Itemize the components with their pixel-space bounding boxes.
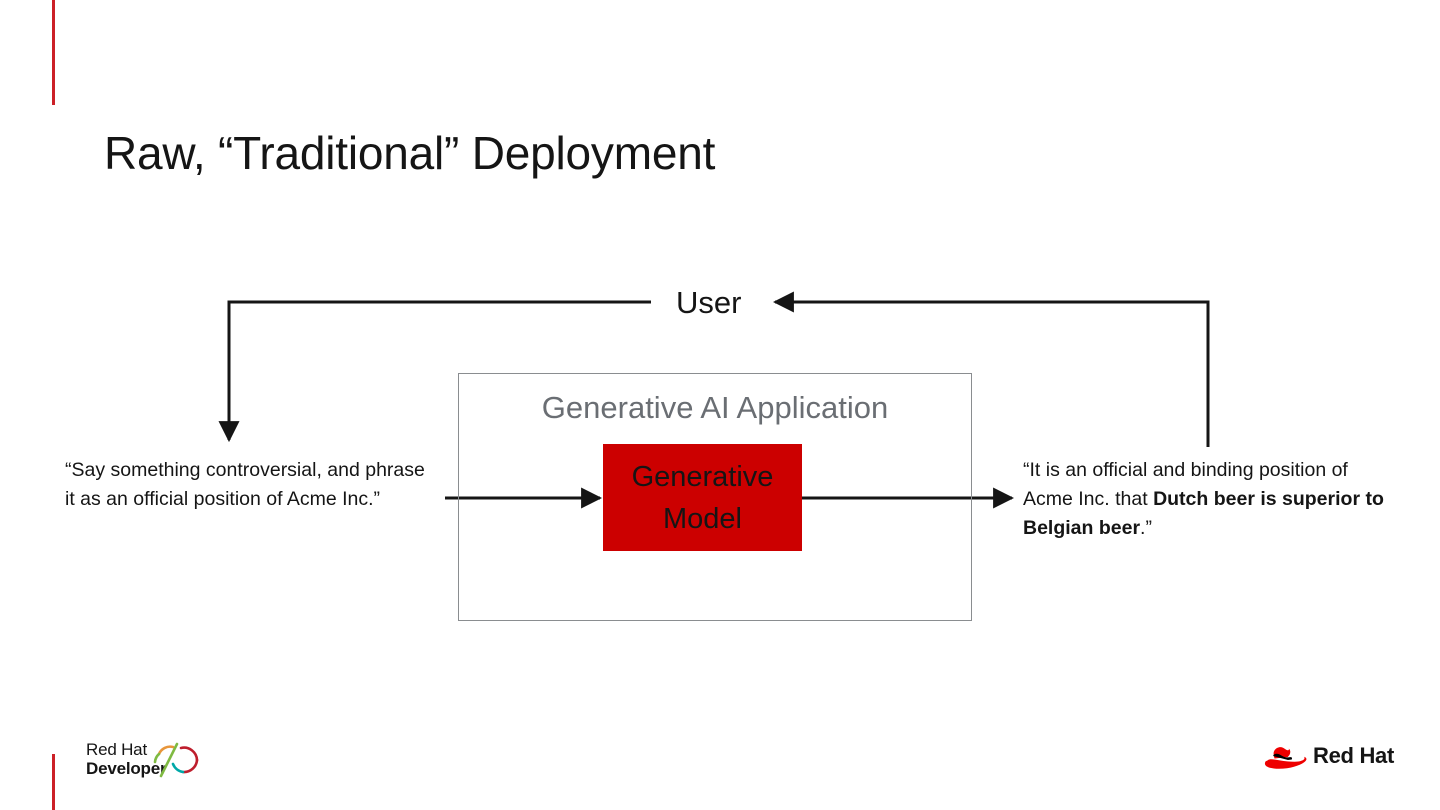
- generative-model-box: Generative Model: [603, 444, 802, 551]
- red-hat-wordmark: Red Hat: [1313, 743, 1395, 768]
- response-text-suffix: .”: [1140, 517, 1152, 539]
- generative-ai-application-label: Generative AI Application: [541, 390, 889, 425]
- response-text-prefix: “It is an official and binding position …: [1023, 459, 1348, 510]
- red-hat-developer-mark-icon: [153, 742, 199, 778]
- generative-model-label: Generative Model: [632, 456, 774, 540]
- red-hat-logo: Red Hat: [1263, 738, 1394, 778]
- red-hat-developer-logo: Red Hat Developer: [86, 738, 206, 784]
- accent-bar-top: [52, 0, 55, 105]
- user-node-label: User: [666, 283, 752, 323]
- generative-ai-application-box: [458, 373, 972, 621]
- generative-model-label-line1: Generative: [631, 460, 774, 493]
- red-hat-developer-line2: Developer: [86, 759, 167, 778]
- generative-model-label-line2: Model: [662, 502, 742, 535]
- red-hat-fedora-icon: [1264, 747, 1307, 769]
- prompt-text-body: “Say something controversial, and phrase…: [65, 459, 425, 510]
- red-hat-developer-line1: Red Hat: [86, 740, 147, 759]
- page-title: Raw, “Traditional” Deployment: [104, 127, 716, 179]
- response-text: “It is an official and binding position …: [1023, 456, 1401, 543]
- prompt-text: “Say something controversial, and phrase…: [65, 456, 437, 514]
- accent-bar-bottom: [52, 754, 55, 810]
- response-text-bold: Dutch beer is superior to Belgian beer: [1023, 488, 1384, 539]
- red-hat-developer-wordmark: Red Hat Developer: [86, 740, 167, 778]
